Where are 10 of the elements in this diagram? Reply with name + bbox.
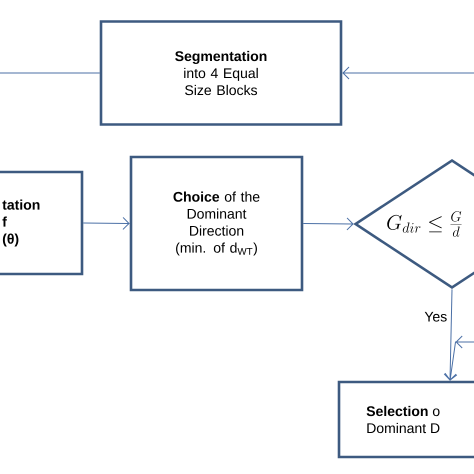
process-box: Segmentation into 4 Equal Size Blocks [100, 20, 342, 126]
arrow [302, 217, 354, 230]
edge-label: Yes [423, 310, 448, 323]
arrow [342, 66, 474, 80]
process-box: Choice of the Dominant Direction (min. of d$_{WT}$) [130, 156, 304, 292]
process-box: Selection o Dominant D [338, 380, 474, 458]
arrow [444, 336, 474, 381]
arrow [444, 288, 457, 381]
arrow [82, 216, 130, 230]
process-box: tation f (θ) [0, 170, 84, 276]
